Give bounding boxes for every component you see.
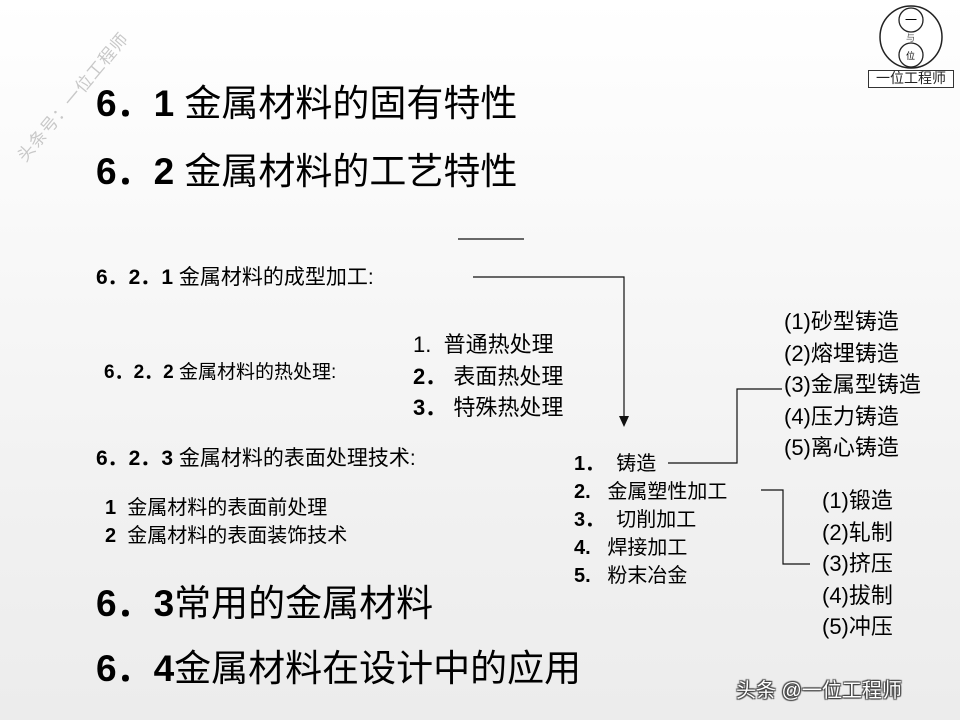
casting-types-list: (1)砂型铸造 (2)熔埋铸造 (3)金属型铸造 (4)压力铸造 (5)离心铸造: [784, 306, 921, 464]
list-item: 3． 切削加工: [574, 509, 697, 531]
heading-6-4: 6．4金属材料在设计中的应用: [96, 648, 582, 689]
section-6-2-1: 6．2．1 金属材料的成型加工:: [96, 266, 374, 289]
list-item: (2)轧制: [822, 519, 893, 545]
list-item: (3)金属型铸造: [784, 372, 921, 397]
list-item: (3)挤压: [822, 551, 893, 576]
list-item: (4)拔制: [822, 582, 893, 608]
list-item: 4. 焊接加工: [574, 537, 688, 559]
logo-bottom-glyph: 位: [906, 51, 916, 61]
plastic-connector-line: [761, 489, 810, 565]
logo-middle-glyph: 与: [906, 33, 916, 43]
casting-connector-line: [668, 388, 782, 464]
list-item: (5)冲压: [822, 614, 893, 639]
surface-treatment-list: 1 金属材料的表面前处理 2 金属材料的表面装饰技术: [105, 494, 347, 550]
forming-arrow-line: [473, 276, 625, 418]
brand-logo: 一 与 位 一位工程师: [866, 4, 956, 88]
heading-6-3: 6．3常用的金属材料: [96, 583, 434, 624]
logo-label: 一位工程师: [868, 70, 954, 88]
list-item: 1. 普通热处理: [413, 332, 554, 357]
heading-6-2: 6．2 金属材料的工艺特性: [96, 151, 518, 192]
list-item: (1)锻造: [822, 488, 893, 513]
forming-methods-list: 1． 铸造 2. 金属塑性加工 3． 切削加工 4. 焊接加工 5. 粉末冶金: [574, 450, 727, 590]
list-item: (1)砂型铸造: [784, 309, 899, 334]
footer-watermark: 头条 @一位工程师: [736, 680, 902, 702]
logo-circles-icon: [879, 5, 943, 69]
list-item: 2． 表面热处理: [413, 363, 564, 389]
list-item: 5. 粉末冶金: [574, 565, 688, 587]
list-item: 1 金属材料的表面前处理: [105, 497, 328, 519]
list-item: 3． 特殊热处理: [413, 395, 564, 420]
section-6-2-3: 6．2．3 金属材料的表面处理技术:: [96, 447, 416, 470]
list-item: (2)熔埋铸造: [784, 340, 899, 366]
list-item: (4)压力铸造: [784, 403, 899, 429]
plastic-types-list: (1)锻造 (2)轧制 (3)挤压 (4)拔制 (5)冲压: [822, 485, 893, 643]
section-6-2-2: 6．2．2 金属材料的热处理:: [104, 362, 337, 383]
list-item: (5)离心铸造: [784, 435, 899, 460]
list-item: 2 金属材料的表面装饰技术: [105, 525, 348, 547]
logo-top-glyph: 一: [905, 13, 918, 27]
list-item: 1． 铸造: [574, 453, 657, 475]
list-item: 2. 金属塑性加工: [574, 481, 728, 503]
arrow-down-icon: [619, 416, 629, 427]
heat-treatment-list: 1. 普通热处理 2． 表面热处理 3． 特殊热处理: [413, 329, 563, 424]
heading-6-1: 6．1 金属材料的固有特性: [96, 83, 518, 124]
